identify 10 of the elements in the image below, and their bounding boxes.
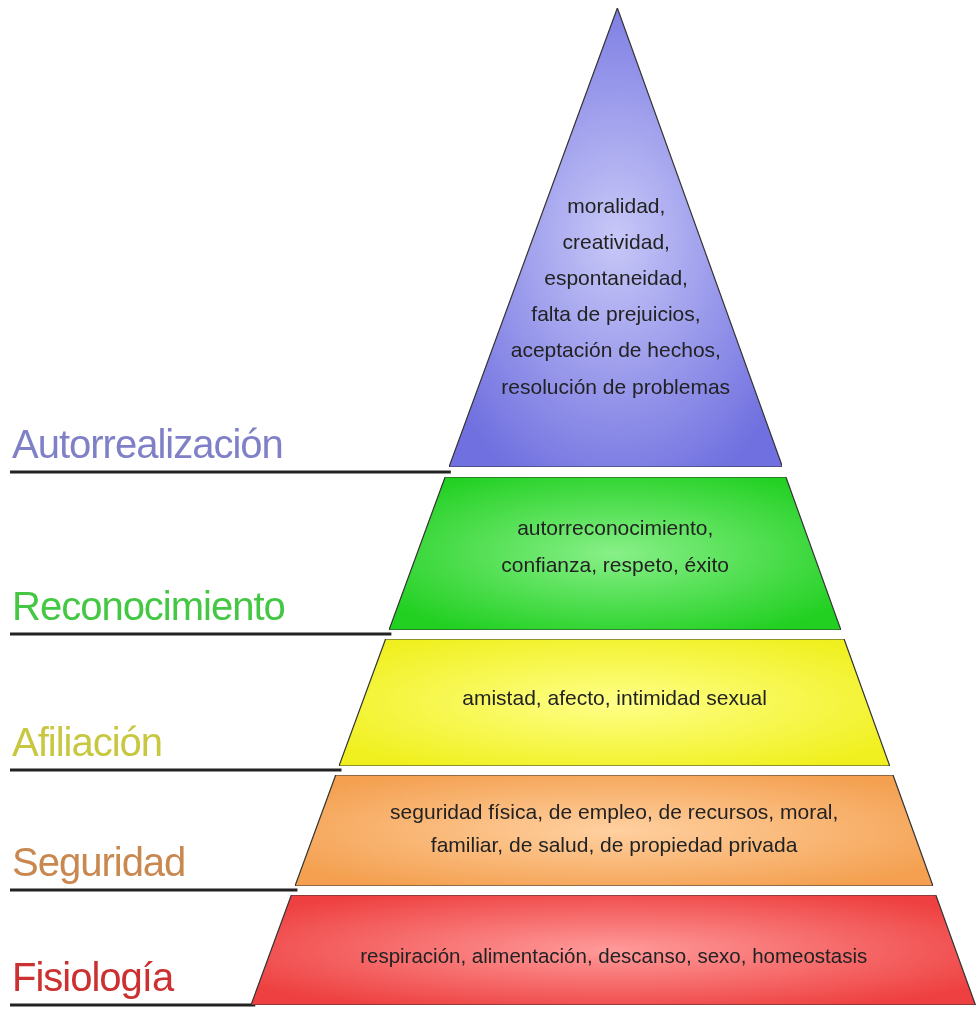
level-label: Reconocimiento [12, 584, 285, 629]
level-description: amistad, afecto, intimidad sexual [462, 686, 767, 709]
level-label: Autorrealización [12, 422, 283, 467]
level-description: seguridad física, de empleo, de recursos, moral, familiar, de salud, de propiedad privada [390, 800, 839, 856]
level-label: Seguridad [12, 840, 186, 885]
level-description: autorreconocimiento, confianza, respeto, éxito [501, 516, 729, 576]
level-description: moralidad, creatividad, espontaneidad, falta de prejuicios, aceptación de hechos, resolución de problemas [501, 194, 731, 398]
level-label: Afiliación [12, 720, 163, 765]
level-description: respiración, alimentación, descanso, sexo, homeostasis [360, 944, 868, 967]
level-label: Fisiología [12, 955, 174, 1000]
